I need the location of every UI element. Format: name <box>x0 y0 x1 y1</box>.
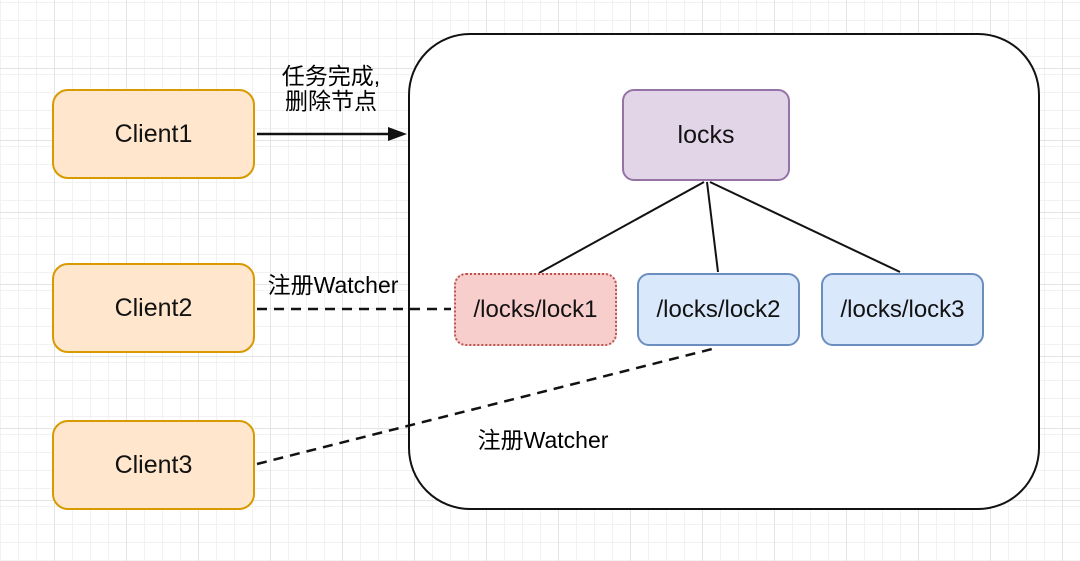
edge-label-register-watcher-client3: 注册Watcher <box>477 427 609 453</box>
node-locks-lock3[interactable]: /locks/lock3 <box>821 273 984 346</box>
node-client3-label: Client3 <box>114 450 193 479</box>
task-label-line1: 任务完成, <box>281 63 381 89</box>
node-locks-lock2[interactable]: /locks/lock2 <box>637 273 800 346</box>
node-client3[interactable]: Client3 <box>52 420 255 510</box>
edge-locks-lock3 <box>709 181 901 273</box>
edge-label-task-complete: 任务完成,删除节点 <box>250 64 412 114</box>
node-locks-lock1-label: /locks/lock1 <box>473 295 598 323</box>
node-locks-lock2-label: /locks/lock2 <box>656 295 781 323</box>
edge-locks-lock1 <box>538 181 705 274</box>
node-client2[interactable]: Client2 <box>52 263 255 353</box>
node-client1-label: Client1 <box>114 119 193 148</box>
node-locks-label: locks <box>677 120 735 149</box>
edge-locks-lock2 <box>706 181 719 273</box>
node-client1[interactable]: Client1 <box>52 89 255 179</box>
node-locks-root[interactable]: locks <box>622 89 790 181</box>
edge-client1-container-arrow <box>257 127 407 141</box>
node-locks-lock1[interactable]: /locks/lock1 <box>454 273 617 346</box>
edge-client3-lock2-dashed <box>256 346 717 466</box>
node-locks-lock3-label: /locks/lock3 <box>840 295 965 323</box>
edge-label-register-watcher-client2: 注册Watcher <box>267 272 399 298</box>
node-client2-label: Client2 <box>114 293 193 322</box>
task-label-line2: 删除节点 <box>285 88 377 114</box>
